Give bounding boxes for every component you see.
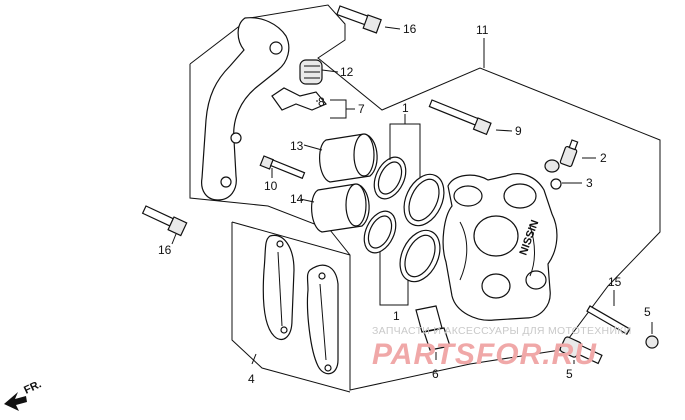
callout-16-top: 16 bbox=[403, 22, 417, 36]
pad-box-side bbox=[231, 222, 351, 393]
callout-7: 7 bbox=[358, 102, 365, 116]
front-direction-arrow-icon bbox=[4, 392, 27, 411]
callout-2: 2 bbox=[600, 151, 607, 165]
pad-spring-8 bbox=[271, 87, 327, 111]
leader-16-top bbox=[384, 26, 401, 30]
caliper-bracket bbox=[201, 17, 290, 201]
callout-3: 3 bbox=[586, 176, 593, 190]
leader-5-upper bbox=[303, 144, 323, 151]
bleeder-valve-2 bbox=[559, 139, 579, 168]
callout-10: 10 bbox=[264, 179, 278, 193]
callout-8: 8 bbox=[318, 95, 325, 109]
bolt-16-top bbox=[336, 5, 382, 34]
callout-12: 12 bbox=[340, 65, 354, 79]
leader-9 bbox=[495, 129, 513, 132]
callout-15: 15 bbox=[608, 275, 622, 289]
watermark-tagline: ЗАПЧАСТИ И АКСЕССУАРЫ ДЛЯ МОТОТЕХНИКИ bbox=[372, 325, 632, 337]
callout-9: 9 bbox=[515, 124, 522, 138]
callout-5-upper: 13 bbox=[290, 139, 304, 153]
bolt-15 bbox=[586, 305, 631, 336]
bracket-7 bbox=[330, 99, 347, 119]
pin-11 bbox=[559, 336, 603, 365]
piston-5-lower bbox=[311, 183, 370, 233]
callout-5-lower: 14 bbox=[290, 192, 304, 206]
slide-pin-9 bbox=[428, 99, 492, 136]
front-direction-label: FR. bbox=[22, 378, 43, 396]
pad-box-top bbox=[231, 221, 351, 256]
callout-1-lower: 1 bbox=[393, 309, 400, 323]
leader-5-lower bbox=[299, 198, 315, 203]
brake-pad-rear bbox=[306, 264, 339, 375]
bolt-10 bbox=[259, 155, 306, 180]
bleeder-cap-3 bbox=[544, 159, 562, 190]
callout-6: 6 bbox=[432, 367, 439, 381]
bolt-16-left bbox=[141, 205, 188, 237]
callout-11: 5 bbox=[566, 367, 573, 381]
callout-16-left: 16 bbox=[158, 243, 172, 257]
bracket-1-lower bbox=[379, 252, 409, 306]
leader-4 bbox=[251, 353, 257, 365]
nut-14 bbox=[645, 335, 659, 349]
callout-13: 11 bbox=[476, 23, 489, 37]
pad-retainer-6 bbox=[415, 305, 451, 351]
callout-4: 4 bbox=[248, 372, 255, 386]
callout-1-upper: 1 bbox=[402, 101, 409, 115]
callout-14: 5 bbox=[644, 305, 651, 319]
caliper-body bbox=[442, 173, 558, 321]
pin-boot-12 bbox=[299, 59, 323, 85]
seal-rings-1 bbox=[363, 156, 445, 283]
watermark-brand: PARTSFOR.RU bbox=[372, 338, 597, 371]
brake-pad-front bbox=[262, 234, 295, 341]
leader-12 bbox=[321, 69, 339, 73]
piston-5-upper bbox=[319, 133, 378, 183]
leader-16-left bbox=[171, 233, 177, 245]
